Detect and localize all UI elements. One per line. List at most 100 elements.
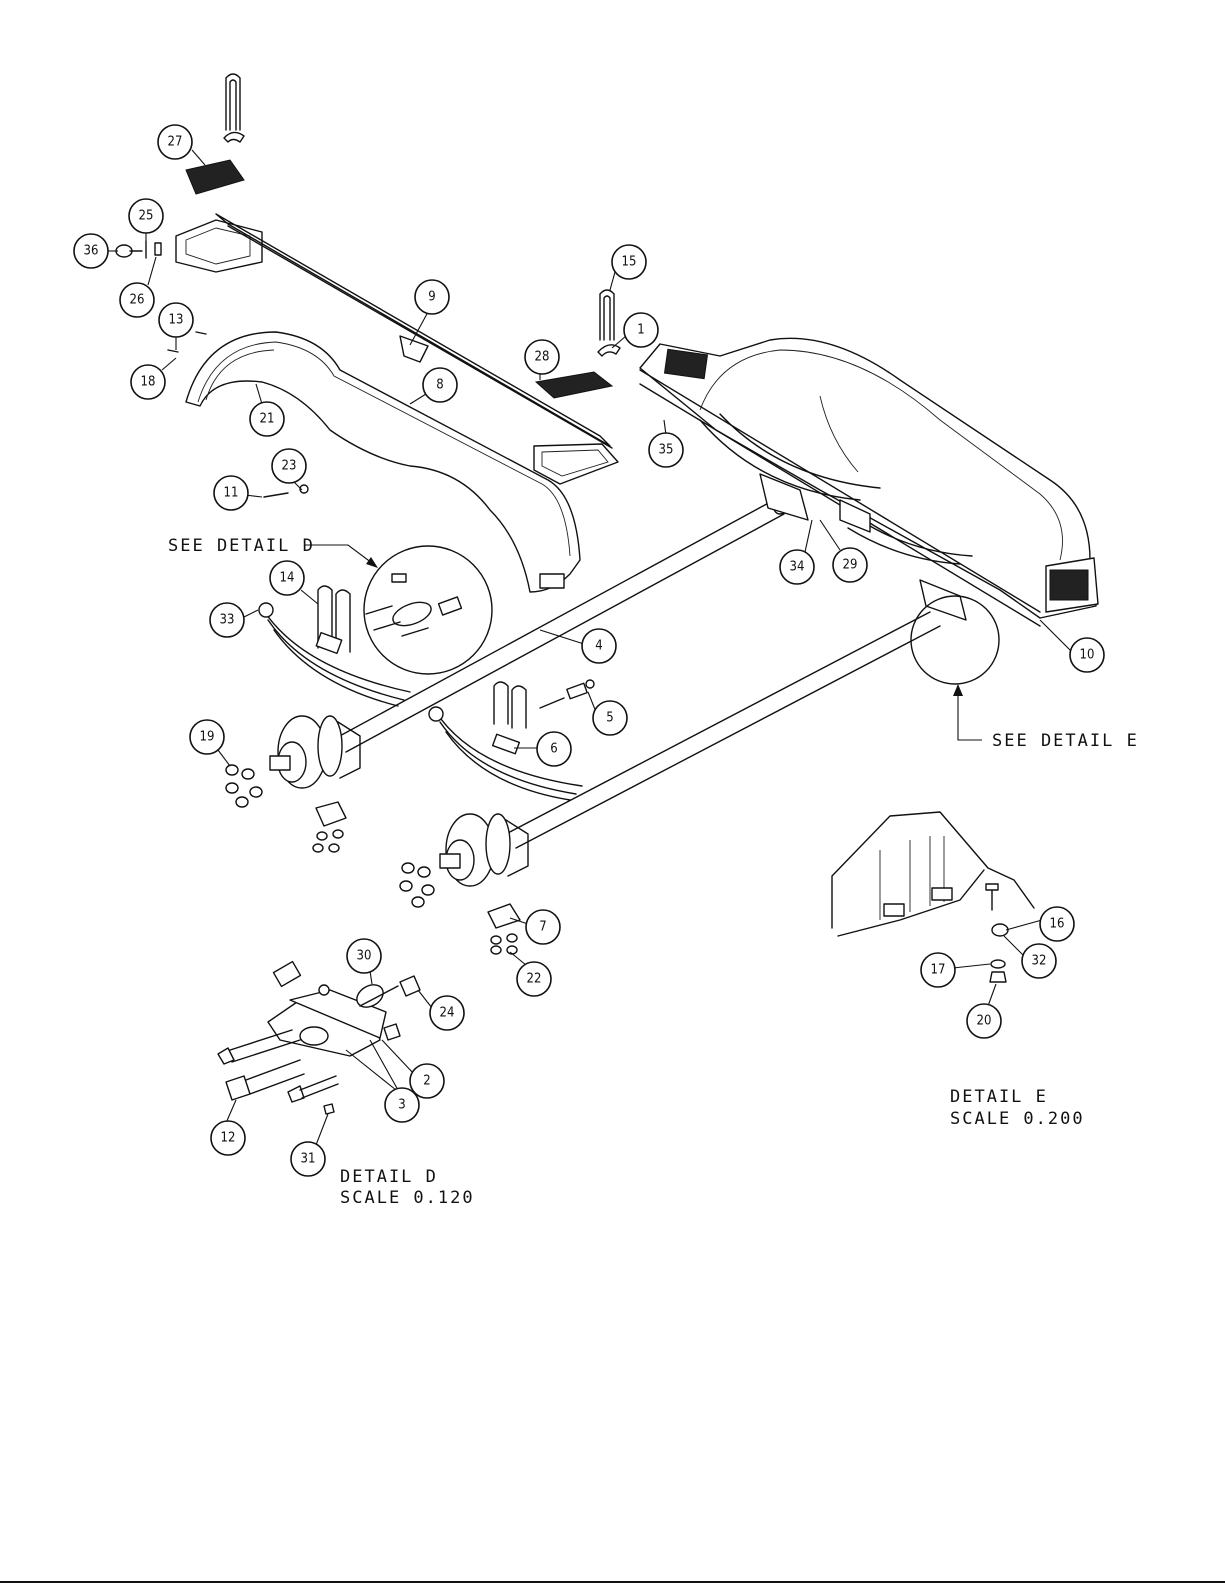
detail-e-title: DETAIL E <box>950 1087 1048 1107</box>
callout-28: 28 <box>525 340 559 374</box>
callout-label: 19 <box>200 730 215 745</box>
callout-label: 29 <box>843 558 858 573</box>
callout-33: 33 <box>210 603 244 637</box>
lug-nuts-right <box>400 863 434 907</box>
callout-label: 24 <box>440 1006 455 1021</box>
tread-plate-27 <box>186 160 244 194</box>
callout-23: 23 <box>272 449 306 483</box>
callout-12: 12 <box>211 1121 245 1155</box>
callout-label: 17 <box>931 963 946 978</box>
callout-label: 25 <box>139 209 154 224</box>
callout-11: 11 <box>214 476 248 510</box>
u-bolt-14 <box>316 586 350 653</box>
arrowhead-d <box>366 557 378 568</box>
lug-nuts-19 <box>226 765 262 807</box>
bolt-5 <box>540 680 594 708</box>
callout-29: 29 <box>833 548 867 582</box>
callout-label: 7 <box>539 920 546 935</box>
callout-label: 20 <box>977 1014 992 1029</box>
callout-bubbles: 2725362613189151288213523111434293341051… <box>74 125 1104 1176</box>
callout-label: 11 <box>224 486 239 501</box>
callout-label: 4 <box>595 639 602 654</box>
callout-1: 1 <box>624 313 658 347</box>
callout-10: 10 <box>1070 638 1104 672</box>
callout-label: 32 <box>1032 954 1047 969</box>
callout-label: 34 <box>790 560 805 575</box>
callout-16: 16 <box>1040 907 1074 941</box>
callout-32: 32 <box>1022 944 1056 978</box>
u-bolt-6 <box>493 682 526 754</box>
callout-13: 13 <box>159 303 193 337</box>
callout-label: 14 <box>280 571 295 586</box>
callout-label: 22 <box>527 972 542 987</box>
detail-d-circle <box>364 546 492 674</box>
hardware-36-25-26 <box>116 241 161 258</box>
callout-label: 27 <box>168 135 183 150</box>
callout-2: 2 <box>410 1064 444 1098</box>
hub-right <box>440 814 528 886</box>
callout-21: 21 <box>250 402 284 436</box>
callout-17: 17 <box>921 953 955 987</box>
leaf-spring-33 <box>259 603 410 706</box>
callout-4: 4 <box>582 629 616 663</box>
callout-30: 30 <box>347 939 381 973</box>
tie-plate-7 <box>488 904 520 954</box>
callout-26: 26 <box>120 283 154 317</box>
callout-label: 36 <box>84 244 99 259</box>
callout-label: 9 <box>428 290 435 305</box>
callout-label: 8 <box>436 378 443 393</box>
callout-label: 18 <box>141 375 156 390</box>
callout-label: 10 <box>1080 648 1095 663</box>
callout-22: 22 <box>517 962 551 996</box>
callout-label: 23 <box>282 459 297 474</box>
callout-label: 2 <box>423 1074 430 1089</box>
fender-10 <box>640 338 1098 626</box>
callout-3: 3 <box>385 1088 419 1122</box>
callout-20: 20 <box>967 1004 1001 1038</box>
arrowhead-e <box>953 684 963 696</box>
detail-e-scale: SCALE 0.200 <box>950 1109 1085 1129</box>
callout-label: 16 <box>1050 917 1065 932</box>
callout-label: 31 <box>301 1152 316 1167</box>
callout-label: 6 <box>550 742 557 757</box>
callout-6: 6 <box>537 732 571 766</box>
callout-8: 8 <box>423 368 457 402</box>
callout-label: 12 <box>221 1131 236 1146</box>
tie-plate-left <box>313 802 346 852</box>
callout-35: 35 <box>649 433 683 467</box>
see-detail-d-label: SEE DETAIL D <box>168 536 315 556</box>
page-bottom-rule <box>0 1581 1225 1583</box>
callout-5: 5 <box>593 701 627 735</box>
detail-d-exploded <box>218 962 420 1114</box>
callout-34: 34 <box>780 550 814 584</box>
tread-plate-28 <box>536 372 612 398</box>
callout-25: 25 <box>129 199 163 233</box>
callout-label: 15 <box>622 255 637 270</box>
callout-label: 13 <box>169 313 184 328</box>
callout-label: 3 <box>398 1098 405 1113</box>
axle-front <box>506 612 940 848</box>
callout-label: 33 <box>220 613 235 628</box>
callout-label: 30 <box>357 949 372 964</box>
callout-label: 1 <box>637 323 644 338</box>
callout-9: 9 <box>415 280 449 314</box>
callout-36: 36 <box>74 234 108 268</box>
callout-label: 5 <box>606 711 613 726</box>
detail-d-scale: SCALE 0.120 <box>340 1188 475 1208</box>
callout-label: 35 <box>659 443 674 458</box>
notes: SEE DETAIL D SEE DETAIL E DETAIL D SCALE… <box>168 536 1139 1208</box>
callout-label: 28 <box>535 350 550 365</box>
callout-19: 19 <box>190 720 224 754</box>
callout-18: 18 <box>131 365 165 399</box>
detail-d-title: DETAIL D <box>340 1167 438 1187</box>
u-bolt-27 <box>224 74 244 142</box>
callout-7: 7 <box>526 910 560 944</box>
callout-label: 26 <box>130 293 145 308</box>
callout-label: 21 <box>260 412 275 427</box>
callout-31: 31 <box>291 1142 325 1176</box>
see-detail-e-label: SEE DETAIL E <box>992 731 1139 751</box>
callout-27: 27 <box>158 125 192 159</box>
callout-15: 15 <box>612 245 646 279</box>
callout-14: 14 <box>270 561 304 595</box>
